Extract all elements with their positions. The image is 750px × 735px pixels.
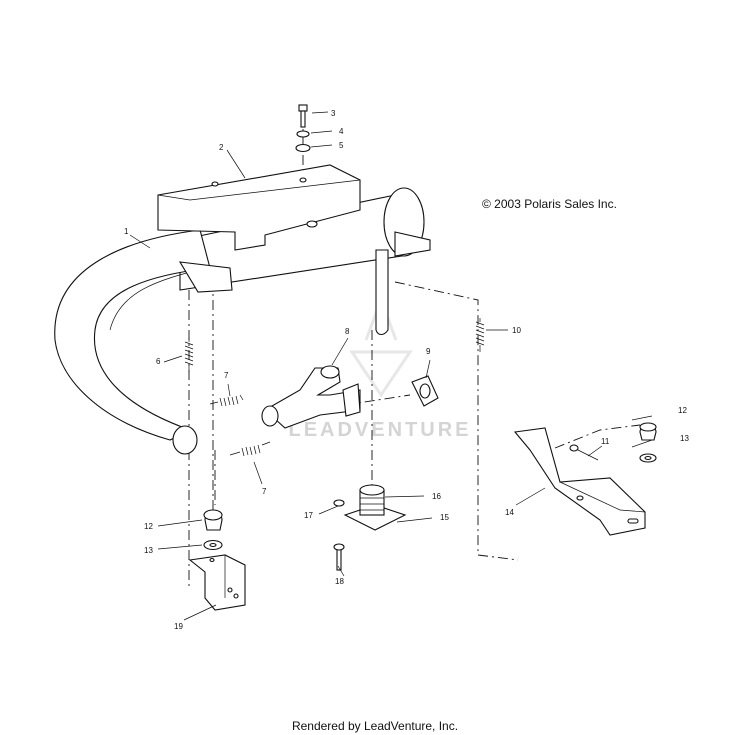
callout-1: 1 [124,227,129,236]
left-bracket [188,554,246,611]
callout-11: 11 [601,437,610,446]
rubber-mount [333,484,407,571]
y-pipe [261,365,361,429]
heat-shield [157,164,361,251]
leader-lines [129,111,653,621]
bolt-11 [569,444,599,461]
callout-13-left: 13 [144,546,153,555]
callout-14: 14 [505,508,514,517]
bolt-and-washers [295,104,311,153]
watermark-text: LEADVENTURE [288,419,471,441]
callout-4: 4 [339,127,344,136]
grommet-left [203,509,223,551]
callout-17: 17 [304,511,313,520]
callout-7-lower: 7 [262,487,267,496]
spring-7-lower [229,441,271,457]
callout-8: 8 [345,327,350,336]
callout-6: 6 [156,357,161,366]
callout-19: 19 [174,622,183,631]
gasket [411,375,439,407]
callout-12-left: 12 [144,522,153,531]
callout-18: 18 [335,577,344,586]
callout-5: 5 [339,141,344,150]
spring-7-upper [209,394,244,407]
callout-13-right: 13 [680,434,689,443]
callout-9: 9 [426,347,431,356]
callout-12-right: 12 [678,406,687,415]
callout-2: 2 [219,143,224,152]
callout-16: 16 [432,492,441,501]
right-bracket [513,427,646,536]
spring-10 [475,318,485,352]
callout-15: 15 [440,513,449,522]
muffler-pipe-assembly [54,187,431,455]
footer-credit: Rendered by LeadVenture, Inc. [291,719,459,733]
callout-7-upper: 7 [224,371,229,380]
grommet-right [639,422,657,463]
copyright-notice: © 2003 Polaris Sales Inc. [482,197,617,211]
spring-6 [184,338,194,372]
callout-labels: 1 2 3 4 5 6 7 7 8 9 10 11 12 13 14 15 16… [124,109,689,631]
callout-3: 3 [331,109,336,118]
callout-10: 10 [512,326,521,335]
